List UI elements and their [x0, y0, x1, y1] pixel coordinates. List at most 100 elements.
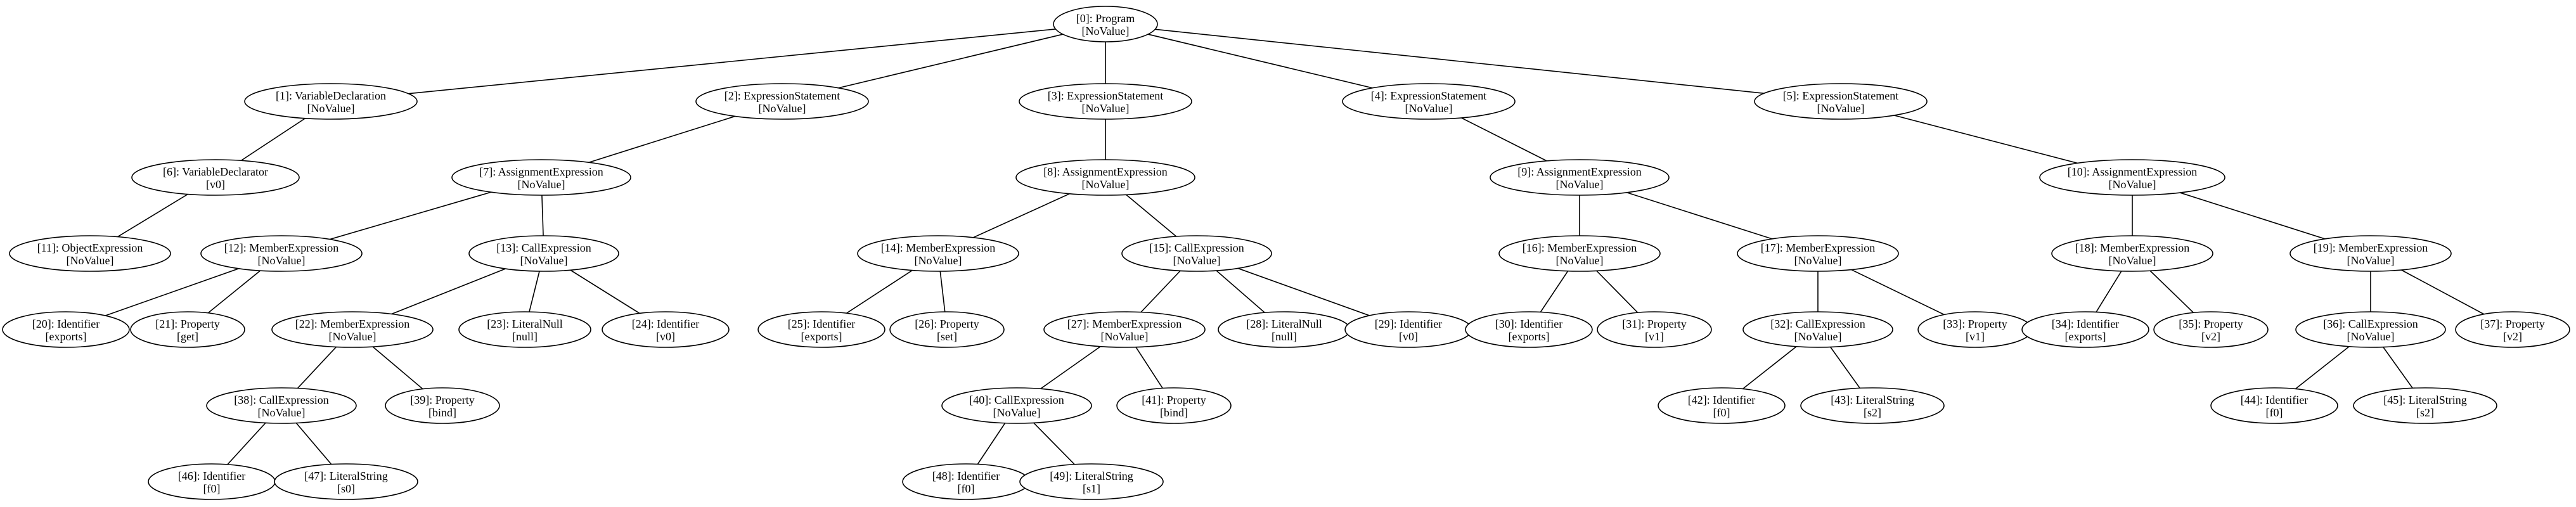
node-value: [v0]	[656, 330, 675, 343]
ast-node-37: [37]: Property[v2]	[2455, 311, 2570, 348]
ast-node-25: [25]: Identifier[exports]	[757, 311, 886, 348]
node-value: [NoValue]	[1405, 102, 1453, 115]
node-value: [NoValue]	[1794, 330, 1842, 343]
node-label: [18]: MemberExpression	[2075, 241, 2189, 254]
node-ellipse	[1015, 159, 1195, 196]
ast-node-31: [31]: Property[v1]	[1597, 311, 1712, 348]
node-value: [null]	[1272, 330, 1297, 343]
node-label: [42]: Identifier	[1688, 394, 1755, 406]
node-value: [f0]	[1713, 406, 1730, 419]
node-value: [NoValue]	[329, 330, 377, 343]
node-label: [32]: CallExpression	[1770, 318, 1865, 330]
node-label: [22]: MemberExpression	[295, 318, 409, 330]
node-value: [f0]	[2266, 406, 2283, 419]
node-ellipse	[1121, 235, 1272, 272]
ast-node-0: [0]: Program[NoValue]	[1053, 6, 1158, 42]
ast-node-14: [14]: MemberExpression[NoValue]	[857, 235, 1019, 272]
node-value: [NoValue]	[1556, 254, 1604, 267]
ast-node-9: [9]: AssignmentExpression[NoValue]	[1490, 159, 1670, 196]
node-value: [NoValue]	[759, 102, 806, 115]
node-value: [NoValue]	[1794, 254, 1842, 267]
node-label: [16]: MemberExpression	[1523, 241, 1637, 254]
ast-node-29: [29]: Identifier[v0]	[1344, 311, 1472, 348]
node-ellipse	[2295, 311, 2446, 348]
node-label: [33]: Property	[1943, 318, 2007, 330]
node-label: [12]: MemberExpression	[224, 241, 338, 254]
node-label: [4]: ExpressionStatement	[1371, 89, 1486, 102]
node-value: [NoValue]	[2109, 178, 2156, 191]
node-value: [exports]	[1509, 330, 1550, 343]
node-ellipse	[1116, 387, 1232, 424]
node-value: [NoValue]	[520, 254, 568, 267]
node-label: [2]: ExpressionStatement	[724, 89, 840, 102]
ast-node-5: [5]: ExpressionStatement[NoValue]	[1754, 83, 1928, 120]
ast-node-11: [11]: ObjectExpression[NoValue]	[9, 235, 171, 272]
node-label: [39]: Property	[410, 394, 474, 406]
edge-0-5	[1105, 23, 1841, 102]
node-label: [8]: AssignmentExpression	[1043, 165, 1168, 178]
ast-node-12: [12]: MemberExpression[NoValue]	[200, 235, 363, 272]
node-ellipse	[2289, 235, 2452, 272]
node-label: [25]: Identifier	[788, 318, 855, 330]
node-value: [NoValue]	[518, 178, 565, 191]
node-value: [NoValue]	[67, 254, 114, 267]
node-ellipse	[2021, 311, 2149, 348]
ast-node-18: [18]: MemberExpression[NoValue]	[2051, 235, 2213, 272]
node-value: [set]	[937, 330, 957, 343]
node-value: [exports]	[801, 330, 842, 343]
ast-node-2: [2]: ExpressionStatement[NoValue]	[695, 83, 869, 120]
node-ellipse	[458, 311, 591, 348]
node-label: [45]: LiteralString	[2383, 394, 2466, 406]
ast-node-44: [44]: Identifier[f0]	[2210, 387, 2338, 424]
node-label: [15]: CallExpression	[1149, 241, 1244, 254]
node-value: [s2]	[1864, 406, 1881, 419]
node-value: [NoValue]	[1101, 330, 1149, 343]
node-label: [36]: CallExpression	[2323, 318, 2418, 330]
node-ellipse	[1800, 387, 1945, 424]
ast-node-24: [24]: Identifier[v0]	[602, 311, 730, 348]
ast-node-30: [30]: Identifier[exports]	[1465, 311, 1593, 348]
node-label: [46]: Identifier	[178, 470, 245, 482]
node-value: [s1]	[1083, 482, 1100, 495]
node-label: [40]: CallExpression	[969, 394, 1064, 406]
node-label: [3]: ExpressionStatement	[1048, 89, 1163, 102]
node-ellipse	[1754, 83, 1928, 120]
node-label: [7]: AssignmentExpression	[479, 165, 603, 178]
ast-node-33: [33]: Property[v1]	[1917, 311, 2033, 348]
node-value: [s0]	[337, 482, 355, 495]
node-ellipse	[200, 235, 363, 272]
ast-node-20: [20]: Identifier[exports]	[2, 311, 130, 348]
ast-node-48: [48]: Identifier[f0]	[902, 463, 1030, 500]
node-label: [29]: Identifier	[1375, 318, 1442, 330]
node-value: [NoValue]	[915, 254, 962, 267]
node-ellipse	[451, 159, 631, 196]
node-label: [38]: CallExpression	[234, 394, 328, 406]
ast-node-43: [43]: LiteralString[s2]	[1800, 387, 1945, 424]
nodes-layer: [0]: Program[NoValue][1]: VariableDeclar…	[2, 6, 2570, 500]
node-value: [NoValue]	[1556, 178, 1604, 191]
node-label: [6]: VariableDeclarator	[163, 165, 268, 178]
ast-node-13: [13]: CallExpression[NoValue]	[468, 235, 619, 272]
node-ellipse	[385, 387, 500, 424]
node-value: [null]	[512, 330, 538, 343]
node-label: [23]: LiteralNull	[487, 318, 562, 330]
node-value: [v2]	[2503, 330, 2522, 343]
node-label: [10]: AssignmentExpression	[2068, 165, 2198, 178]
node-value: [v2]	[2201, 330, 2220, 343]
ast-node-38: [38]: CallExpression[NoValue]	[206, 387, 357, 424]
node-label: [20]: Identifier	[32, 318, 100, 330]
node-label: [31]: Property	[1622, 318, 1686, 330]
node-label: [0]: Program	[1076, 12, 1135, 25]
node-ellipse	[2039, 159, 2225, 196]
node-label: [1]: VariableDeclaration	[276, 89, 386, 102]
ast-node-7: [7]: AssignmentExpression[NoValue]	[451, 159, 631, 196]
ast-node-40: [40]: CallExpression[NoValue]	[941, 387, 1092, 424]
node-label: [35]: Property	[2179, 318, 2243, 330]
node-ellipse	[889, 311, 1005, 348]
node-ellipse	[2153, 311, 2269, 348]
node-label: [27]: MemberExpression	[1067, 318, 1182, 330]
node-value: [NoValue]	[307, 102, 355, 115]
node-label: [41]: Property	[1142, 394, 1206, 406]
node-value: [f0]	[203, 482, 221, 495]
